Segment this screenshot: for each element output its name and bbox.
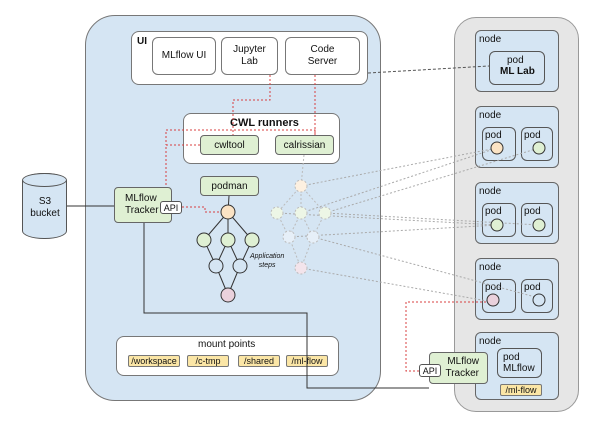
node-4-pod-b-label: pod (524, 282, 541, 293)
cwltool-box[interactable]: cwltool (200, 135, 259, 155)
node-5-ml-flow-mount[interactable]: /ml-flow (500, 384, 542, 396)
node-3-label: node (479, 186, 502, 197)
dag-right-node-b (294, 206, 308, 220)
node-3-pod-a-circle (490, 218, 504, 232)
pod-circles (486, 141, 546, 307)
tracker-to-tracker-line (143, 223, 429, 389)
tracker-left-label-2: Tracker (125, 205, 159, 216)
node-2-pod-a-circle (490, 141, 504, 155)
app-steps-2: steps (258, 262, 276, 269)
mlflow-tracker-left[interactable]: MLflow Tracker (114, 187, 172, 223)
jupyter-label-1: Jupyter (233, 44, 266, 55)
tracker-right-label-2: Tracker (445, 368, 479, 379)
mlflow-tracker-right[interactable]: MLflow Tracker (429, 352, 488, 384)
pod-ml-lab[interactable] (489, 51, 545, 85)
mlflow-ui-box[interactable]: MLflow UI (152, 37, 216, 75)
node-2-pod-b-circle (532, 141, 546, 155)
node-4-pod-a-label: pod (485, 282, 502, 293)
node-4-pod-b[interactable] (521, 279, 553, 313)
dag-left-node-a (196, 232, 212, 248)
pod-mlflow-label-1: pod (503, 352, 520, 363)
api-left[interactable]: API (160, 201, 182, 214)
ui-to-mllab-line (367, 65, 490, 74)
pod-mlflow-label-2: MLflow (503, 363, 535, 374)
dag-right-node-end (294, 261, 308, 275)
dag-right-node-c (318, 206, 332, 220)
node-3-pod-b-circle (532, 218, 546, 232)
podman-box[interactable]: podman (200, 176, 259, 196)
code-server-box[interactable]: Code Server (285, 37, 360, 75)
node-5-ml-flow-label: /ml-flow (505, 385, 537, 395)
s3-bucket-top (22, 173, 67, 187)
dag-right-nodes (270, 179, 332, 275)
node-3-pod-a-label: pod (485, 206, 502, 217)
node-4-label: node (479, 262, 502, 273)
ml-lab-label: ML Lab (500, 66, 535, 77)
application-steps-label: Application steps (250, 252, 284, 270)
grey-dotted-connections (276, 147, 540, 303)
s3-label-1: S3 (38, 196, 52, 207)
pod-mlflow[interactable] (497, 348, 542, 378)
mount-c-tmp-label: /c-tmp (195, 356, 221, 366)
pod-ml-lab-label: pod (507, 55, 524, 66)
dag-right-node-d (282, 230, 296, 244)
api-right[interactable]: API (419, 364, 441, 377)
mount-c-tmp[interactable]: /c-tmp (187, 355, 229, 367)
mount-workspace[interactable]: /workspace (128, 355, 180, 367)
node-2-label: node (479, 110, 502, 121)
api-left-label: API (163, 202, 179, 213)
s3-label: S3 bucket (28, 196, 62, 220)
jupyter-label-2: Lab (241, 56, 258, 67)
dag-left-node-e (232, 258, 248, 274)
api-right-label: API (422, 365, 438, 376)
s3-label-2: bucket (30, 208, 60, 219)
dag-left-nodes (196, 204, 260, 303)
dag-right-node-e (306, 230, 320, 244)
mlflow-ui-label: MLflow UI (161, 50, 207, 61)
podman-label: podman (211, 180, 248, 192)
dag-left-node-start (220, 204, 236, 220)
dag-right-node-start (294, 179, 308, 193)
tracker-right-label-1: MLflow (447, 356, 479, 367)
code-server-label-1: Code (310, 44, 335, 55)
red-cwltool-to-tracker (165, 144, 200, 187)
pod-mlflow-text: pod MLflow (503, 352, 535, 374)
tracker-left-label-1: MLflow (125, 193, 157, 204)
node-4-pod-b-circle (532, 293, 546, 307)
calrissian-label: calrissian (283, 139, 326, 151)
dag-left-node-b (220, 232, 236, 248)
mount-shared[interactable]: /shared (238, 355, 280, 367)
node-4-pod-a-circle (486, 293, 500, 307)
dag-right-node-a (270, 206, 284, 220)
dag-left-node-d (208, 258, 224, 274)
node-2-pod-a-label: pod (485, 130, 502, 141)
ui-title: UI (137, 36, 147, 47)
cwl-runners-title: CWL runners (230, 117, 299, 129)
dag-left-node-end (220, 287, 236, 303)
app-steps-1: Application (250, 253, 285, 260)
mount-shared-label: /shared (243, 356, 275, 366)
node-2-pod-b-label: pod (524, 130, 541, 141)
mount-points-title: mount points (198, 339, 256, 350)
node-4-pod-a[interactable] (482, 279, 516, 313)
code-server-label-2: Server (307, 56, 338, 67)
node-5-label: node (479, 336, 502, 347)
mount-workspace-label: /workspace (131, 356, 177, 366)
cwltool-label: cwltool (214, 139, 245, 151)
calrissian-box[interactable]: calrissian (275, 135, 334, 155)
red-dotted-connections (165, 75, 493, 372)
node-3-pod-b-label: pod (524, 206, 541, 217)
node-1-label: node (479, 34, 502, 45)
dag-left-node-c (244, 232, 260, 248)
jupyter-lab-box[interactable]: Jupyter Lab (221, 37, 278, 75)
